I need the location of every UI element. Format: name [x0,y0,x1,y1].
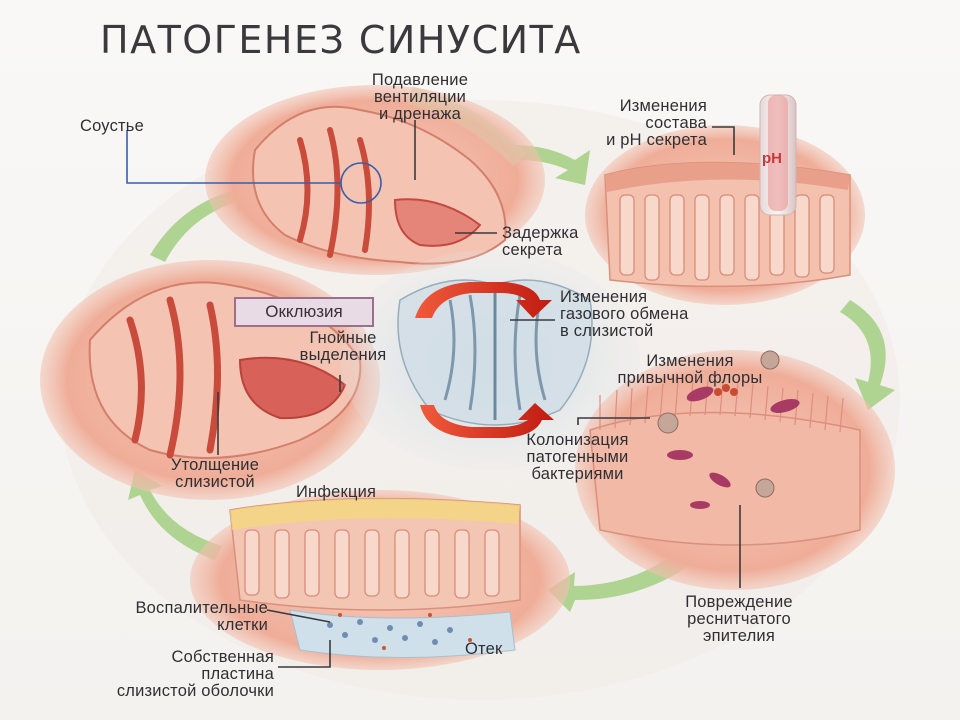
label-thickening: Утолщение слизистой [170,456,260,491]
label-infection: Инфекция [296,483,377,501]
red-arrow-bottom [420,403,554,438]
label-purulent: Гнойные выделения [299,329,387,364]
green-arrow-right [840,300,895,410]
inflamed-tissue-bottom [190,490,570,670]
label-flora: Изменения привычной флоры [617,352,763,387]
bacteria-tissue [575,350,895,590]
label-inflammatory-cells: Воспалительные клетки [135,599,268,634]
label-soustye: Соустье [80,117,144,135]
label-damage: Повреждение реснитчатого эпителия [685,593,793,645]
leader-lines [126,120,741,668]
leader-secretion [712,126,735,155]
label-colonization: Колонизация патогенными бактериями [526,431,629,483]
ph-marker: pH [762,150,782,167]
label-retention: Задержка секрета [502,224,579,259]
sinus-anatomy-top [205,85,545,275]
green-arrow-left-low [128,470,222,560]
page-title: ПАТОГЕНЕЗ СИНУСИТА [100,18,582,62]
red-arrow-top [415,282,552,318]
label-edema: Отек [465,640,503,658]
leader-inflammatory [266,609,331,623]
label-suppression: Подавление вентиляции и дренажа [371,71,469,123]
center-nasal-section [340,250,640,470]
leader-colonization [577,417,650,425]
epithelium-ph [585,94,865,305]
leader-soustye [126,130,341,184]
label-gas-exchange: Изменения газового обмена в слизистой [560,288,689,340]
label-lamina-propria: Собственная пластина слизистой оболочки [116,648,274,700]
red-cycle-arrows [415,282,554,438]
leader-lamina [278,640,331,668]
label-secretion-change: Изменения состава и pH секрета [606,97,707,149]
label-occlusion: Окклюзия [234,297,374,327]
